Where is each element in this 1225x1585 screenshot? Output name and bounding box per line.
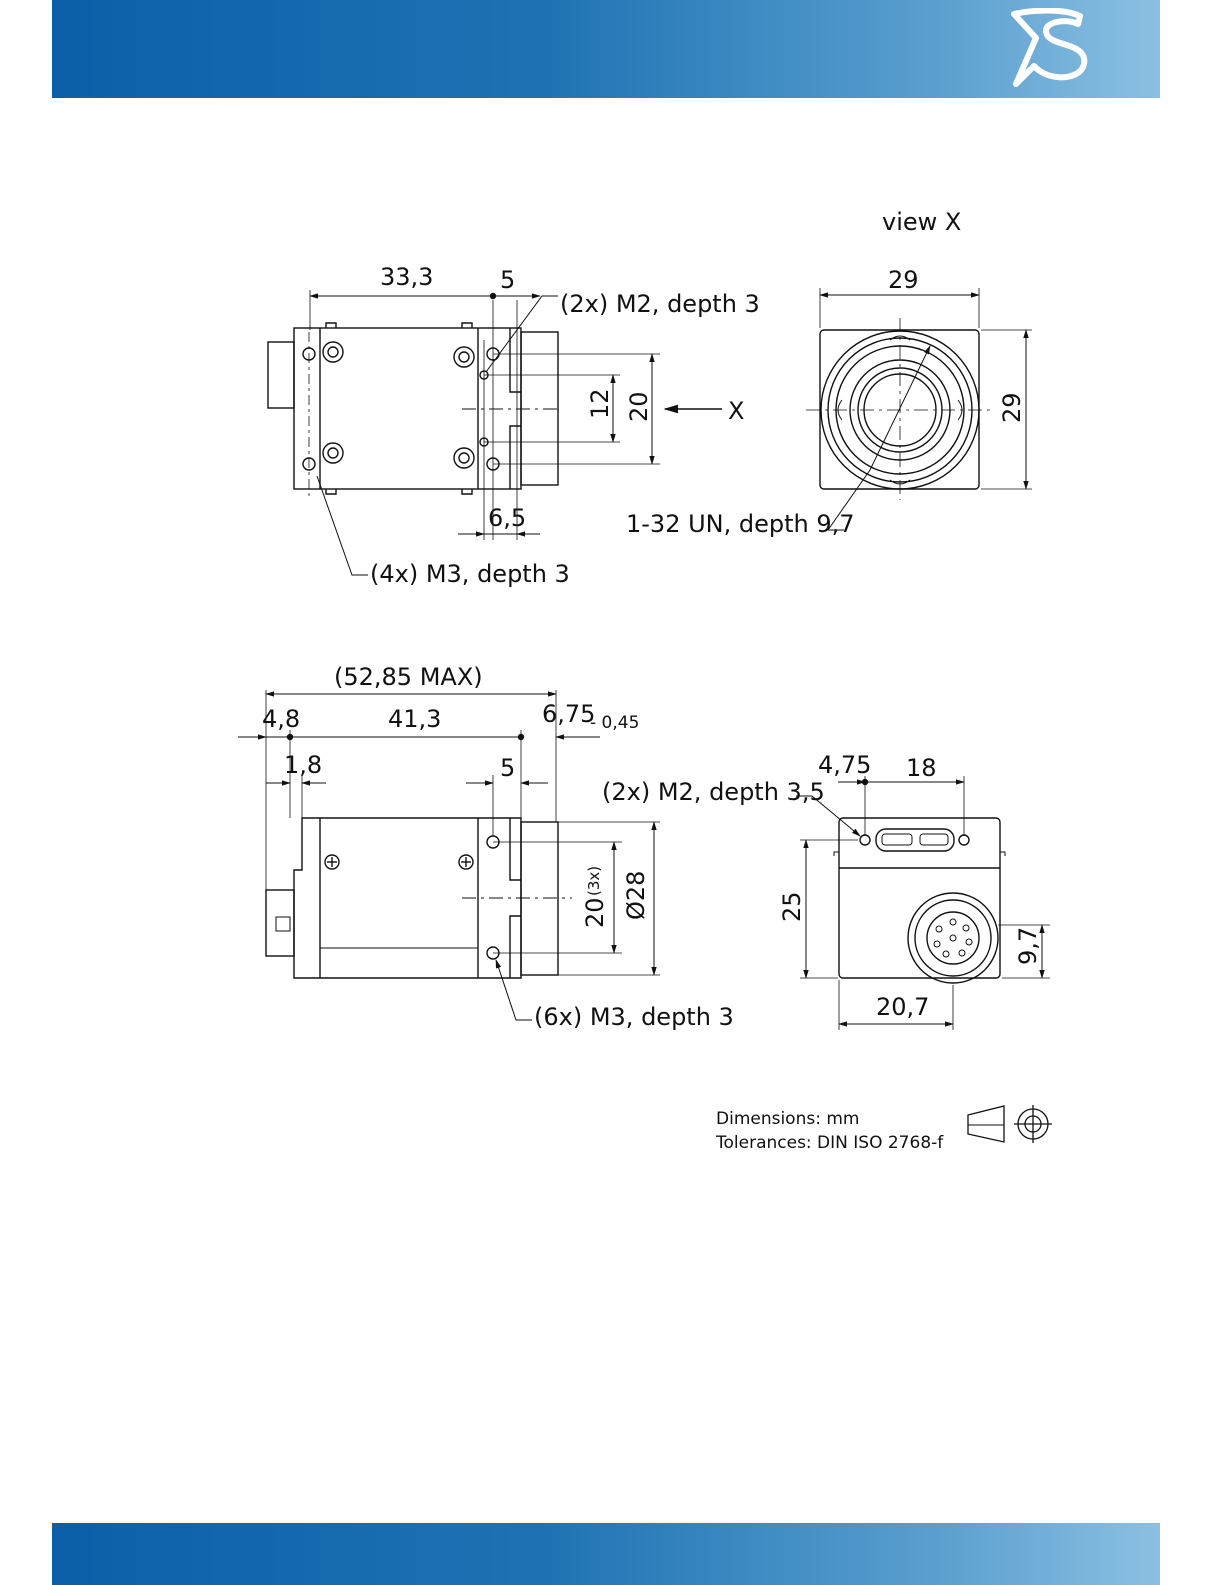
top-dim-12: 12: [586, 388, 614, 419]
back-dim-20-7: 20,7: [876, 993, 929, 1021]
taper-projection-icon: [968, 1106, 1004, 1142]
back-dim-4-75: 4,75: [818, 751, 871, 779]
top-view-arrow-label: X: [728, 397, 744, 425]
side-dim-28: Ø28: [622, 871, 650, 920]
side-dim-1-8: 1,8: [284, 751, 322, 779]
side-dim-41-3: 41,3: [388, 705, 441, 733]
top-note-m3: (4x) M3, depth 3: [370, 560, 570, 588]
front-dim-29-height: 29: [998, 392, 1026, 423]
usb3-port: [876, 829, 954, 851]
side-tol-6-75: - 0,45: [590, 713, 639, 733]
front-note-thread: 1-32 UN, depth 9,7: [626, 510, 855, 538]
side-dim-max: (52,85 MAX): [334, 663, 483, 691]
dimensions-note: Dimensions: mm: [716, 1109, 859, 1129]
top-dim-33-3: 33,3: [380, 263, 433, 291]
top-dim-5: 5: [500, 266, 515, 294]
top-dim-6-5: 6,5: [488, 504, 526, 532]
back-dim-18: 18: [906, 754, 937, 782]
top-view-connector: [268, 342, 294, 408]
side-dim-20-count: (3x): [585, 866, 603, 896]
side-view-lens-mount: [521, 822, 558, 975]
side-dim-4-8: 4,8: [262, 705, 300, 733]
top-dim-20: 20: [625, 391, 653, 422]
first-angle-projection-icon: [1014, 1105, 1052, 1143]
front-dim-29-width: 29: [888, 266, 919, 294]
tolerances-note: Tolerances: DIN ISO 2768-f: [715, 1133, 944, 1153]
side-note-m3: (6x) M3, depth 3: [534, 1003, 734, 1031]
top-view-lens-mount: [521, 332, 558, 485]
side-dim-6-75: 6,75: [542, 700, 595, 728]
side-view: [238, 690, 660, 1020]
back-note-m2: (2x) M2, depth 3,5: [602, 778, 825, 806]
back-dim-25: 25: [778, 891, 806, 922]
io-connector: [908, 893, 998, 983]
top-note-m2: (2x) M2, depth 3: [560, 290, 760, 318]
back-view: [796, 776, 1050, 1030]
view-x-label: view X: [882, 208, 961, 236]
side-dim-5: 5: [500, 754, 515, 782]
back-dim-9-7: 9,7: [1014, 927, 1042, 965]
side-dim-20: 20: [581, 897, 609, 928]
